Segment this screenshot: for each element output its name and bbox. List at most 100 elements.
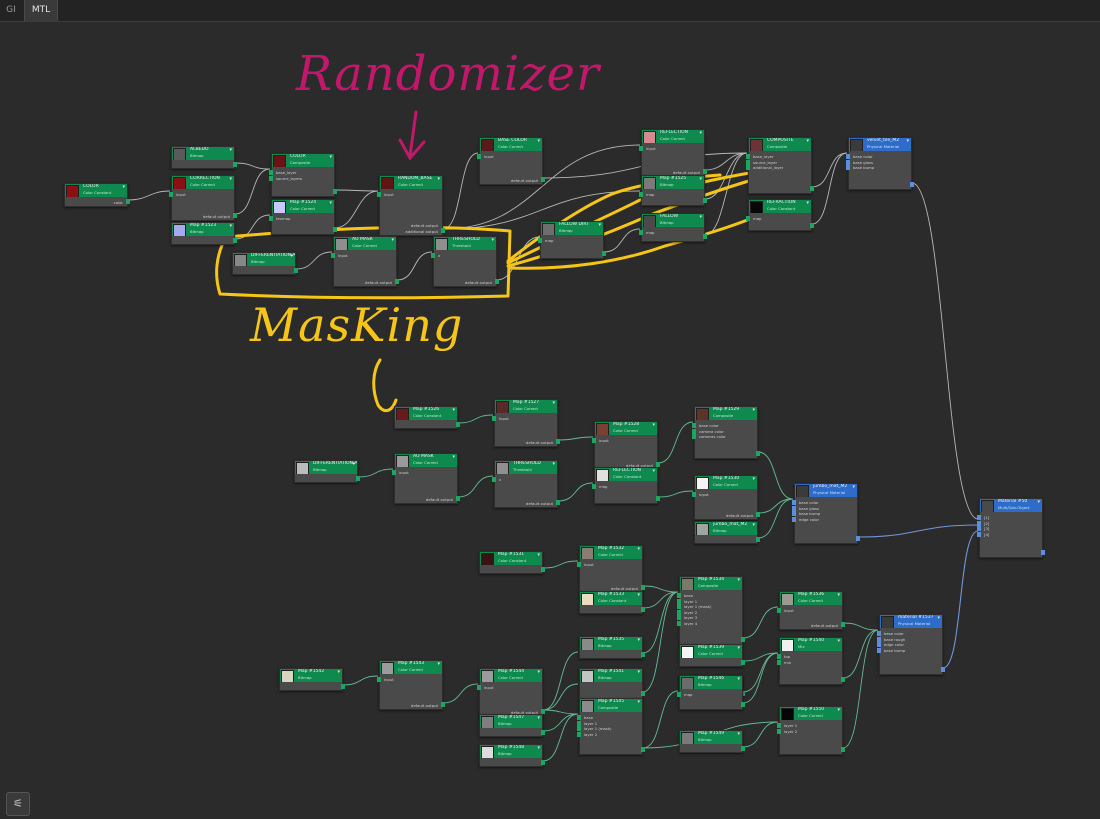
input-port[interactable]: [169, 192, 173, 197]
output-port[interactable]: [741, 746, 745, 751]
output-port[interactable]: [333, 227, 337, 232]
node-collapse-icon[interactable]: ▾: [699, 214, 702, 220]
input-port[interactable]: [746, 154, 750, 159]
node-collapse-icon[interactable]: ▾: [552, 461, 555, 467]
node-collapse-icon[interactable]: ▾: [806, 200, 809, 206]
node-collapse-icon[interactable]: ▾: [229, 147, 232, 153]
node-collapse-icon[interactable]: ▾: [637, 637, 640, 643]
input-port[interactable]: [677, 692, 681, 697]
input-port[interactable]: [377, 677, 381, 682]
output-port[interactable]: [641, 607, 645, 612]
input-port[interactable]: [692, 492, 696, 497]
node-collapse-icon[interactable]: ▾: [637, 592, 640, 598]
input-port[interactable]: [977, 531, 981, 537]
node-collapse-icon[interactable]: ▾: [537, 552, 540, 558]
input-port[interactable]: [877, 647, 881, 653]
output-port[interactable]: [333, 189, 337, 194]
output-port[interactable]: [541, 567, 545, 572]
input-port[interactable]: [677, 615, 681, 620]
output-port[interactable]: [126, 199, 130, 204]
input-port[interactable]: [792, 511, 796, 516]
output-port[interactable]: [703, 234, 707, 239]
output-port[interactable]: [602, 251, 606, 256]
output-port[interactable]: [641, 585, 645, 590]
output-port[interactable]: [233, 162, 237, 167]
node-collapse-icon[interactable]: ▾: [737, 577, 740, 583]
input-port[interactable]: [877, 636, 881, 642]
node-collapse-icon[interactable]: ▾: [437, 661, 440, 667]
output-port[interactable]: [810, 186, 814, 191]
output-port[interactable]: [641, 747, 645, 752]
input-port[interactable]: [331, 253, 335, 258]
node-collapse-icon[interactable]: ▾: [652, 468, 655, 474]
output-port[interactable]: [810, 223, 814, 228]
input-port[interactable]: [777, 723, 781, 728]
input-port[interactable]: [677, 609, 681, 615]
node-collapse-icon[interactable]: ▾: [806, 138, 809, 144]
output-port[interactable]: [556, 500, 560, 505]
output-port[interactable]: [556, 439, 560, 444]
input-port[interactable]: [846, 159, 850, 165]
input-port[interactable]: [777, 608, 781, 613]
input-port[interactable]: [877, 642, 881, 647]
input-port[interactable]: [746, 165, 750, 170]
node-collapse-icon[interactable]: ▾: [906, 138, 909, 144]
node-collapse-icon[interactable]: ▾: [652, 422, 655, 428]
node-collapse-icon[interactable]: ▾: [352, 461, 355, 467]
output-port[interactable]: [1041, 550, 1045, 555]
output-port[interactable]: [356, 476, 360, 481]
node-n-diff-alpha[interactable]: DIFFERENTIATION ALPHABitmap▾: [232, 252, 298, 275]
output-port[interactable]: [541, 730, 545, 735]
output-port[interactable]: [741, 691, 745, 696]
output-port[interactable]: [756, 451, 760, 456]
input-port[interactable]: [677, 598, 681, 604]
output-port[interactable]: [541, 709, 545, 714]
output-port[interactable]: [741, 660, 745, 665]
node-collapse-icon[interactable]: ▾: [290, 253, 293, 259]
output-port[interactable]: [756, 512, 760, 517]
output-port[interactable]: [441, 228, 445, 233]
input-port[interactable]: [746, 159, 750, 165]
input-port[interactable]: [677, 620, 681, 626]
input-port[interactable]: [492, 477, 496, 482]
tab-mtl[interactable]: MTL: [24, 0, 58, 21]
node-collapse-icon[interactable]: ▾: [737, 731, 740, 737]
input-port[interactable]: [846, 154, 850, 159]
node-collapse-icon[interactable]: ▾: [537, 669, 540, 675]
node-collapse-icon[interactable]: ▾: [699, 176, 702, 182]
output-port[interactable]: [294, 268, 298, 273]
